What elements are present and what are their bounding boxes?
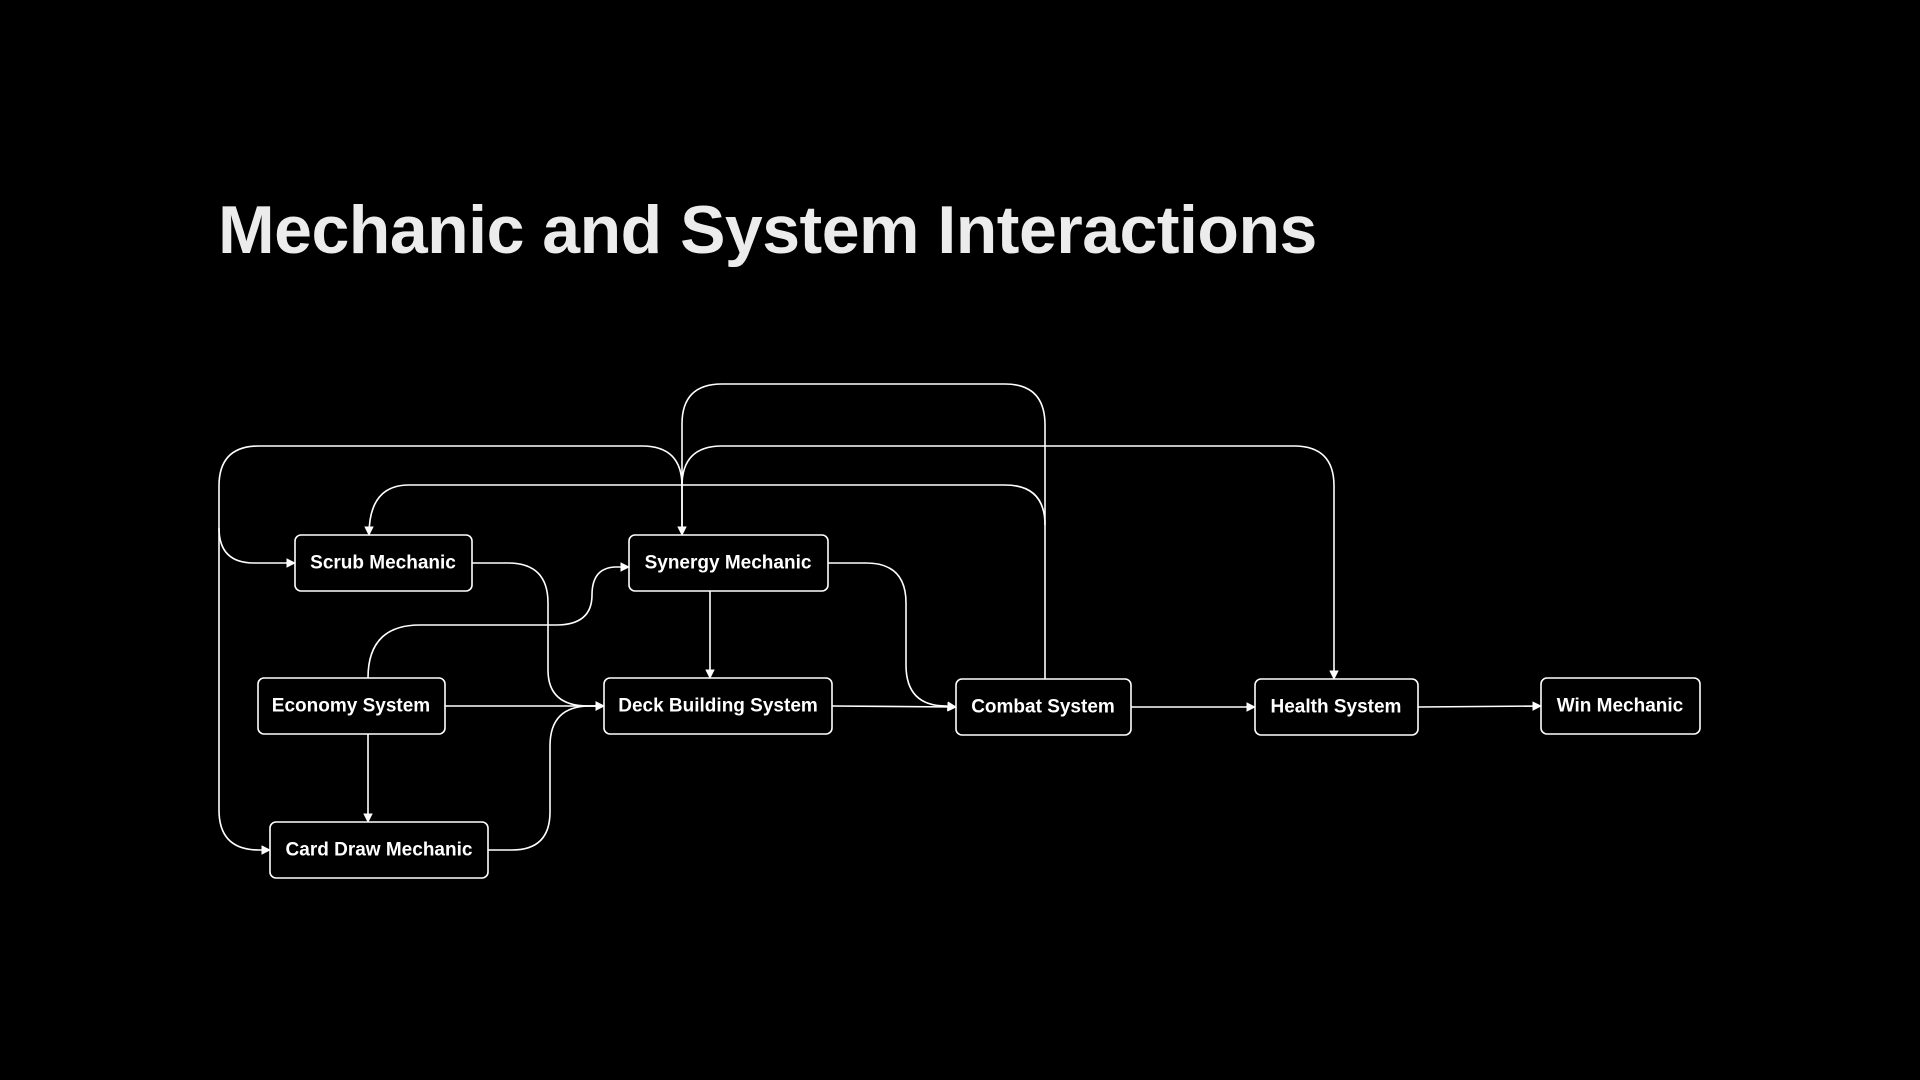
edge-layer bbox=[218, 383, 1542, 855]
edge-combat-to-scrub bbox=[364, 484, 1046, 679]
edge-scrub-to-deck bbox=[472, 562, 605, 711]
node-synergy-mechanic[interactable]: Synergy Mechanic bbox=[628, 534, 829, 592]
edge-deck-to-combat bbox=[831, 702, 957, 712]
edge-carddraw-to-deck bbox=[488, 701, 605, 851]
edge-synergy-to-health bbox=[681, 445, 1339, 680]
node-card-draw-mechanic[interactable]: Card Draw Mechanic bbox=[269, 821, 489, 879]
node-label: Health System bbox=[1271, 697, 1402, 718]
edge-economy-to-synergy bbox=[367, 562, 630, 679]
edge-synergy-to-combat bbox=[828, 562, 957, 711]
edge-health-to-win bbox=[1417, 701, 1542, 711]
node-label: Card Draw Mechanic bbox=[286, 840, 473, 861]
node-label: Deck Building System bbox=[618, 696, 818, 717]
edge-combat-to-synergy bbox=[677, 383, 1046, 536]
node-deck-building-system[interactable]: Deck Building System bbox=[603, 677, 833, 735]
node-economy-system[interactable]: Economy System bbox=[257, 677, 446, 735]
edge-synergy-to-carddraw bbox=[218, 527, 271, 855]
node-combat-system[interactable]: Combat System bbox=[955, 678, 1132, 736]
node-health-system[interactable]: Health System bbox=[1254, 678, 1419, 736]
node-label: Scrub Mechanic bbox=[310, 553, 456, 574]
diagram-title: Mechanic and System Interactions bbox=[218, 192, 1317, 268]
node-label: Economy System bbox=[272, 696, 430, 717]
node-win-mechanic[interactable]: Win Mechanic bbox=[1540, 677, 1701, 735]
node-label: Synergy Mechanic bbox=[645, 553, 812, 574]
edge-synergy-to-scrub bbox=[218, 445, 683, 568]
node-label: Combat System bbox=[971, 697, 1115, 718]
node-label: Win Mechanic bbox=[1557, 696, 1684, 717]
node-scrub-mechanic[interactable]: Scrub Mechanic bbox=[294, 534, 473, 592]
